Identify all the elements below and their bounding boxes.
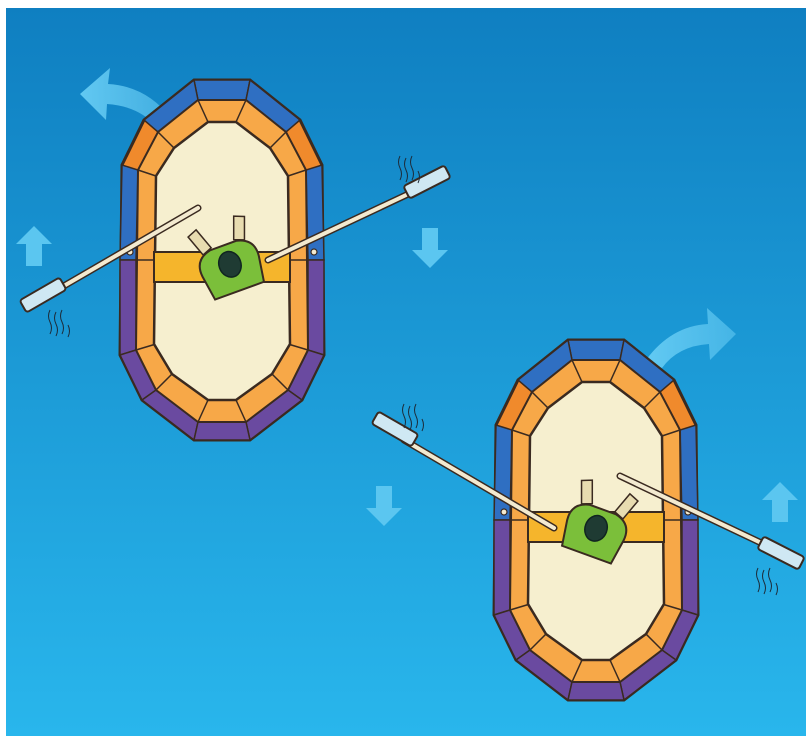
right-oar: [616, 472, 805, 570]
boat-turning-left: [16, 68, 451, 442]
left-oar: [371, 411, 558, 532]
curved-turn-arrow: [646, 308, 736, 368]
illustration-canvas: [6, 8, 806, 736]
right-oar: [264, 165, 451, 264]
curved-turn-arrow: [80, 68, 171, 126]
left-oar: [19, 204, 202, 313]
rowing-scene: [6, 8, 806, 736]
boat-turning-right: [366, 308, 805, 702]
